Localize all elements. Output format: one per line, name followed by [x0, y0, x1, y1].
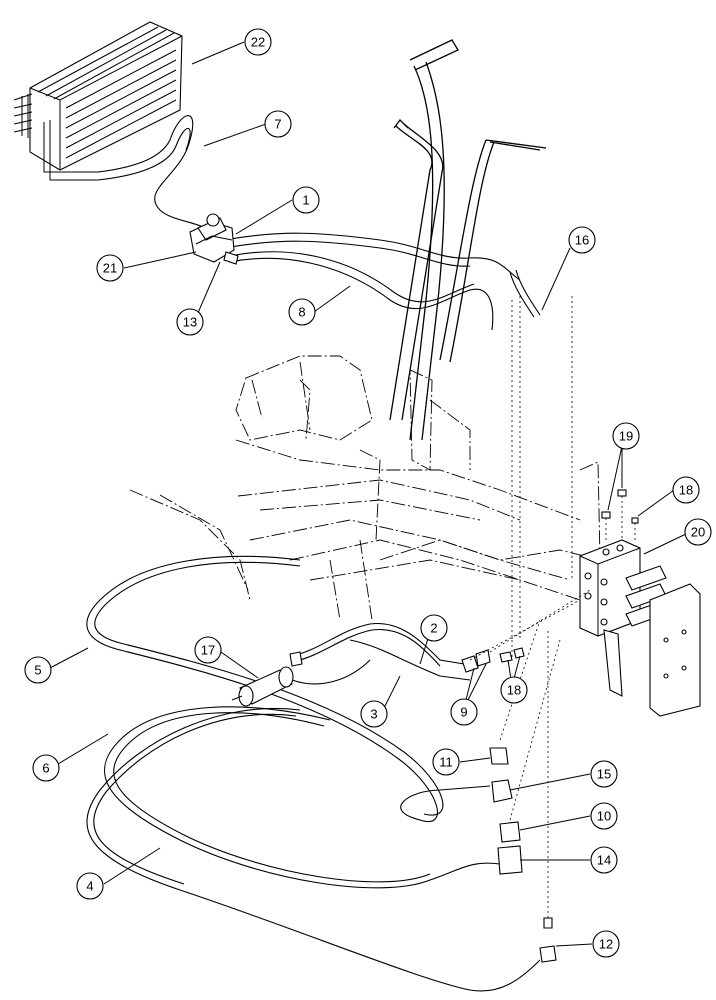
heater-valve	[189, 213, 239, 265]
svg-text:8: 8	[298, 305, 305, 320]
svg-text:17: 17	[201, 643, 215, 658]
svg-text:1: 1	[302, 193, 309, 208]
callout-3[interactable]: 3	[360, 700, 388, 728]
callout-18-top[interactable]: 18	[672, 476, 700, 504]
svg-text:7: 7	[274, 117, 281, 132]
svg-text:15: 15	[597, 767, 611, 782]
callout-22[interactable]: 22	[244, 28, 272, 56]
callout-19[interactable]: 19	[612, 422, 640, 450]
callout-5[interactable]: 5	[24, 656, 52, 684]
svg-text:20: 20	[691, 525, 705, 540]
callouts: 22 7 1 21 13 8 16 19 18 20 2 17 3 9 18 5…	[24, 28, 712, 958]
callout-16[interactable]: 16	[568, 226, 596, 254]
callout-2[interactable]: 2	[420, 614, 448, 642]
callout-21[interactable]: 21	[96, 254, 124, 282]
heater-hoses	[97, 115, 541, 331]
callout-4[interactable]: 4	[76, 872, 104, 900]
leader-lines	[49, 41, 687, 947]
callout-15[interactable]: 15	[590, 760, 618, 788]
callout-10[interactable]: 10	[590, 802, 618, 830]
svg-text:9: 9	[460, 705, 467, 720]
svg-text:6: 6	[42, 761, 49, 776]
heater-core	[13, 21, 183, 181]
callout-6[interactable]: 6	[32, 754, 60, 782]
svg-text:2: 2	[430, 621, 437, 636]
control-valve	[579, 539, 701, 717]
svg-text:5: 5	[34, 663, 41, 678]
callout-18-bottom[interactable]: 18	[500, 676, 528, 704]
svg-text:3: 3	[370, 707, 377, 722]
callout-14[interactable]: 14	[590, 846, 618, 874]
callout-7[interactable]: 7	[264, 110, 292, 138]
svg-text:14: 14	[597, 853, 611, 868]
lower-fittings	[489, 296, 573, 963]
return-hoses	[86, 555, 541, 992]
pressure-lines	[289, 589, 591, 681]
callout-20[interactable]: 20	[684, 518, 712, 546]
svg-text:19: 19	[619, 429, 633, 444]
svg-text:13: 13	[183, 315, 197, 330]
svg-text:22: 22	[251, 35, 265, 50]
callout-12[interactable]: 12	[592, 930, 620, 958]
callout-9[interactable]: 9	[450, 698, 478, 726]
fittings-top	[601, 489, 639, 540]
svg-text:21: 21	[103, 261, 117, 276]
cab-frame	[129, 355, 601, 621]
svg-text:18: 18	[507, 683, 521, 698]
callout-13[interactable]: 13	[176, 308, 204, 336]
svg-text:11: 11	[439, 755, 453, 770]
callout-17[interactable]: 17	[194, 636, 222, 664]
column-tubes	[389, 39, 547, 441]
svg-text:12: 12	[599, 937, 613, 952]
callout-1[interactable]: 1	[292, 186, 320, 214]
svg-text:16: 16	[575, 233, 589, 248]
svg-text:4: 4	[86, 879, 93, 894]
callout-11[interactable]: 11	[432, 748, 460, 776]
callout-8[interactable]: 8	[288, 298, 316, 326]
inline-filter	[231, 659, 371, 707]
svg-text:10: 10	[597, 809, 611, 824]
svg-text:18: 18	[679, 483, 693, 498]
